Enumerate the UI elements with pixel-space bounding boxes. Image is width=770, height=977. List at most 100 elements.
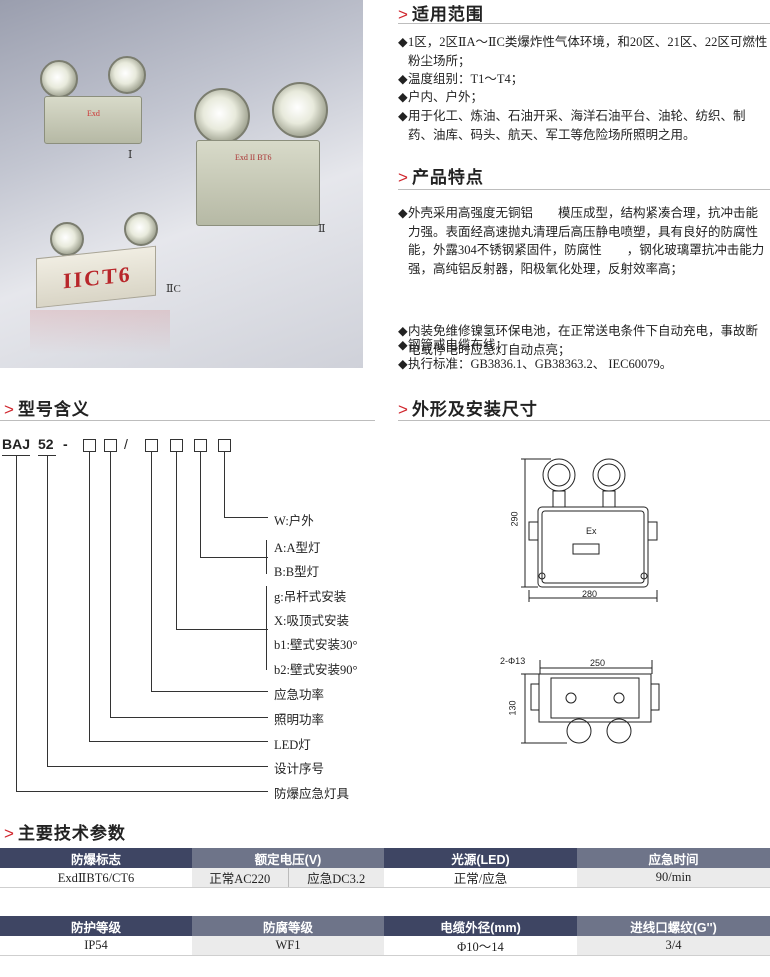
- lamp3-sign-text: IICT6: [63, 261, 132, 294]
- model-code-prefix: BAJ: [2, 436, 31, 452]
- header-cable-diameter: 电缆外径(mm): [384, 916, 577, 936]
- scope-rule: [398, 23, 770, 24]
- model-label-b2: b2:壁式安装90°: [274, 663, 358, 677]
- model-label-light: 照明功率: [274, 713, 325, 727]
- leader-lamp-h: [16, 791, 268, 792]
- title-arrow-icon: >: [398, 5, 409, 24]
- hole-spacing-label: 250: [590, 658, 606, 668]
- bullet-icon: ◆: [398, 72, 408, 86]
- lamp3-right-head: [124, 212, 158, 246]
- dimensions-rule: [398, 420, 770, 421]
- leader-emerg-h: [151, 691, 268, 692]
- table-row: ExdⅡBT6/CT6 正常AC220 应急DC3.2 正常/应急 90/min: [0, 868, 770, 888]
- model-label-led: LED灯: [274, 738, 311, 752]
- leader-mount-v: [176, 452, 177, 630]
- title-arrow-icon: >: [4, 400, 15, 419]
- features-item-4: ◆执行标准：GB3836.1、GB38363.2、 IEC60079。: [398, 355, 770, 374]
- lamp3-sign: IICT6: [36, 245, 156, 309]
- bracket-mount: [266, 586, 267, 670]
- tech-title: >主要技术参数: [4, 824, 126, 843]
- header-light-source: 光源(LED): [384, 848, 578, 868]
- hole-label: 2-Φ13: [500, 656, 526, 666]
- lamp1-right-head: [108, 56, 146, 94]
- bullet-icon: ◆: [398, 338, 408, 352]
- model-code-dash: -: [63, 436, 68, 452]
- cell-explosion-mark: ExdⅡBT6/CT6: [0, 868, 192, 888]
- model-label-x: X:吸顶式安装: [274, 614, 350, 628]
- scope-item-1: ◆1区，2区ⅡA～ⅡC类爆炸性气体环境，和20区、21区、22区可燃性粉尘场所；: [398, 35, 768, 68]
- header-protection-level: 防护等级: [0, 916, 192, 936]
- model-box-4: [170, 439, 183, 452]
- bullet-icon: ◆: [398, 90, 408, 104]
- model-rule: [0, 420, 375, 421]
- lamp1-left-head: [40, 60, 78, 98]
- table-header-row: 防爆标志 额定电压(V) 光源(LED) 应急时间: [0, 848, 770, 868]
- leader-led-h: [89, 741, 268, 742]
- front-ex-mark: Ex: [586, 526, 597, 536]
- model-label-b: B:B型灯: [274, 565, 320, 579]
- leader-light-h: [110, 717, 268, 718]
- model-label-emerg: 应急功率: [274, 688, 325, 702]
- leader-ab-v: [200, 452, 201, 558]
- header-explosion-mark: 防爆标志: [0, 848, 192, 868]
- photo-reflection: [30, 310, 170, 354]
- bullet-icon: ◆: [398, 35, 408, 49]
- table-row: IP54 WF1 Φ10～14 3/4: [0, 936, 770, 956]
- model-label-g: g:吊杆式安装: [274, 590, 347, 604]
- lamp2-body: Exd II BT6: [196, 140, 320, 226]
- photo-label-2: Ⅱ: [318, 223, 326, 235]
- front-width-label: 280: [582, 589, 598, 599]
- lamp2-right-head: [272, 82, 328, 138]
- bullet-icon: ◆: [398, 357, 408, 371]
- model-label-a: A:A型灯: [274, 541, 321, 555]
- header-emergency-time: 应急时间: [577, 848, 770, 868]
- model-box-6: [218, 439, 231, 452]
- model-box-3: [145, 439, 158, 452]
- title-arrow-icon: >: [398, 400, 409, 419]
- leader-light-v: [110, 452, 111, 718]
- photo-label-1: Ⅰ: [128, 149, 133, 161]
- features-title: >产品特点: [398, 168, 484, 187]
- model-title: >型号含义: [4, 400, 90, 419]
- front-height-label: 290: [509, 511, 520, 527]
- features-rule: [398, 189, 770, 190]
- scope-item-4: ◆用于化工、炼油、石油开采、海洋石油平台、油轮、纺织、制药、油库、码头、航天、军…: [398, 109, 746, 142]
- model-label-b1: b1:壁式安装30°: [274, 638, 358, 652]
- model-label-lamp: 防爆应急灯具: [274, 787, 350, 801]
- model-code-num: 52: [38, 436, 54, 452]
- lamp1-body: Exd: [44, 96, 142, 144]
- underline-baj: [2, 455, 30, 456]
- cell-voltage-emergency: 应急DC3.2: [288, 868, 385, 888]
- leader-emerg-v: [151, 452, 152, 692]
- scope-item-3: ◆户内、户外；: [398, 88, 768, 107]
- cell-anticorrosion-level: WF1: [192, 936, 384, 956]
- header-rated-voltage: 额定电压(V): [192, 848, 385, 868]
- leader-design-h: [47, 766, 268, 767]
- cell-light-source: 正常/应急: [384, 868, 578, 888]
- scope-item-2: ◆温度组别：T1～T4；: [398, 70, 768, 89]
- leader-w-h: [224, 517, 268, 518]
- features-item-2: ◆内装免维修镍氢环保电池，在正常送电条件下自动充电，事故断电或停电时应急灯自动点…: [398, 324, 759, 357]
- spec-table-1: 防爆标志 额定电压(V) 光源(LED) 应急时间 ExdⅡBT6/CT6 正常…: [0, 848, 770, 888]
- cell-emergency-time: 90/min: [577, 868, 770, 888]
- header-anticorrosion-level: 防腐等级: [192, 916, 384, 936]
- model-box-5: [194, 439, 207, 452]
- cell-voltage-normal: 正常AC220: [192, 868, 289, 888]
- photo-label-3: ⅡC: [166, 283, 181, 295]
- bullet-icon: ◆: [398, 109, 408, 123]
- top-depth-label: 130: [507, 700, 518, 716]
- cell-inlet-thread: 3/4: [577, 936, 770, 956]
- underline-52: [38, 455, 56, 456]
- leader-lamp-v: [16, 456, 17, 792]
- leader-led-v: [89, 452, 90, 742]
- scope-title: >适用范围: [398, 5, 484, 24]
- features-item-1: ◆外壳采用高强度无铜铝 模压成型，结构紧凑合理，抗冲击能力强。表面经高速抛丸清理…: [398, 206, 765, 276]
- features-item-3: ◆钢管或电缆布线；: [398, 336, 770, 355]
- bracket-ab: [266, 540, 267, 574]
- bullet-icon: ◆: [398, 206, 408, 220]
- leader-design-v: [47, 456, 48, 767]
- bullet-icon: ◆: [398, 324, 408, 338]
- lamp2-left-head: [194, 88, 250, 144]
- dimension-drawing: [521, 458, 660, 744]
- lamp1-tag: Exd: [87, 109, 100, 118]
